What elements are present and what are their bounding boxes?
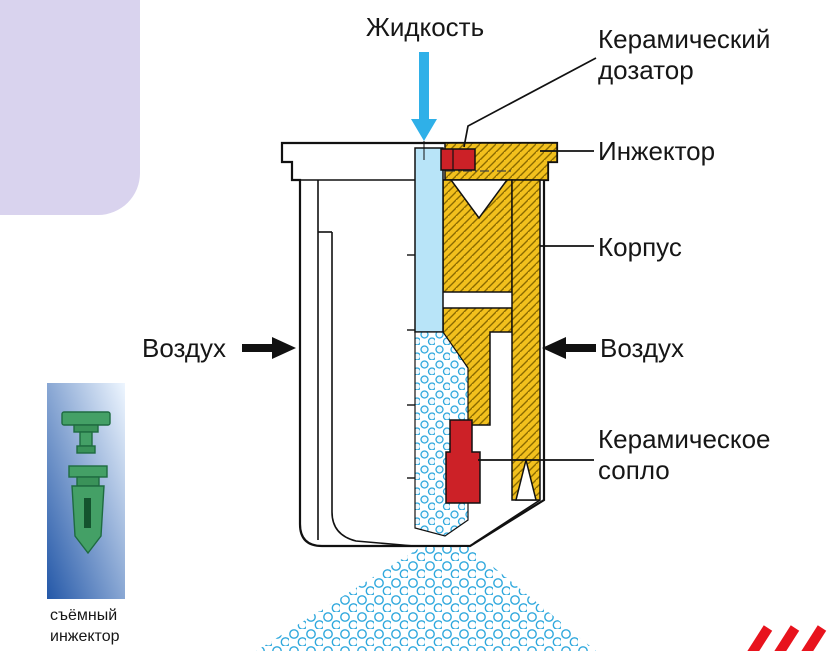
ceramic-nozzle-part: [445, 419, 481, 504]
nozzle-body-drawing: [280, 141, 559, 548]
label-body: Корпус: [598, 232, 682, 262]
leader-lines: [463, 57, 597, 461]
green-injector-top-piece: [61, 411, 111, 454]
venturi-notch: [449, 179, 509, 220]
spray-cone: [256, 547, 596, 651]
air-arrow-left-icon: [242, 337, 296, 359]
air-arrow-right-icon: [542, 337, 596, 359]
brass-foot-notch: [515, 459, 537, 501]
brass-right-column: [511, 179, 541, 501]
label-ceramic-doser: Керамический дозатор: [598, 24, 771, 85]
label-injector: Инжектор: [598, 136, 716, 166]
liquid-tube: [414, 147, 444, 333]
inset-photo-panel: [47, 383, 125, 599]
ceramic-doser-part: [440, 148, 476, 171]
liquid-flow-arrow: [411, 52, 437, 160]
label-air-left: Воздух: [142, 333, 227, 363]
leader-ceramic-doser: [463, 57, 597, 148]
label-air-right: Воздух: [600, 333, 685, 363]
cutoff-red-marks: [747, 625, 827, 651]
green-injector-body-piece: [68, 465, 108, 555]
label-liquid: Жидкость: [365, 12, 485, 42]
label-ceramic-nozzle: Керамическое сопло: [598, 424, 771, 485]
lavender-corner-panel: [0, 0, 140, 215]
inset-caption: съёмный инжектор: [50, 607, 120, 645]
tube-wall-ticks: [407, 254, 415, 479]
